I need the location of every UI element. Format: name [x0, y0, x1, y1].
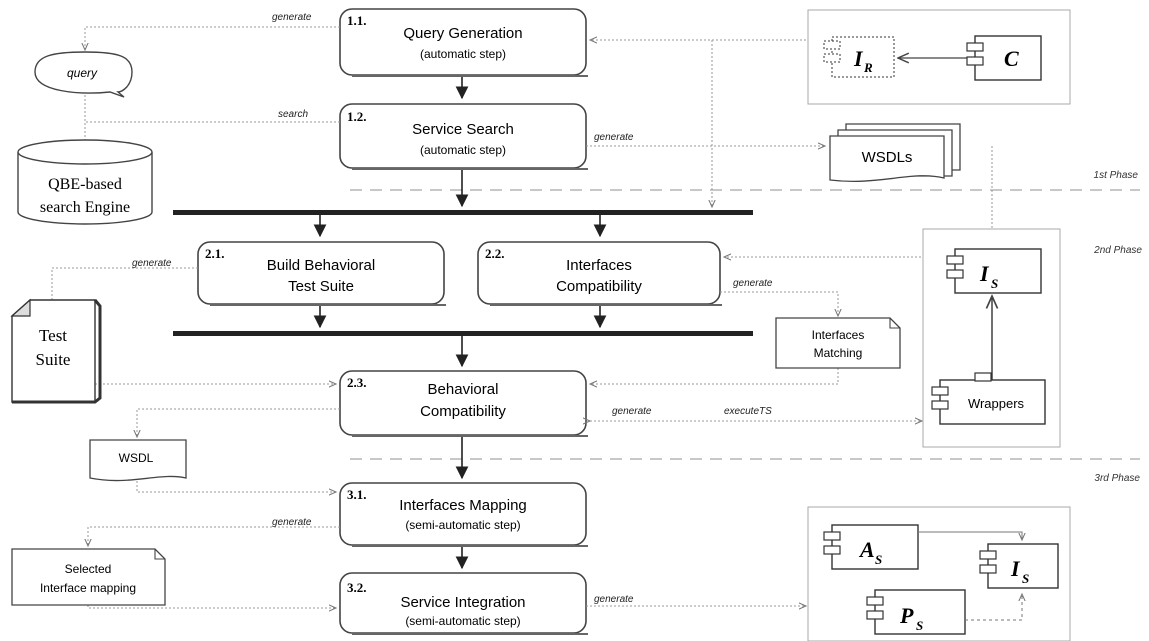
edge-label-search: search: [278, 109, 308, 120]
component-label: I: [853, 46, 864, 71]
phase-label-3: 3rd Phase: [1094, 473, 1140, 484]
edge-label-generate: generate: [272, 12, 312, 23]
artifact-label: query: [67, 66, 98, 80]
step-title: Service Search: [412, 121, 514, 138]
fork-bar-1: [173, 210, 753, 215]
component-subscript: S: [991, 276, 998, 291]
component-is-integrated[interactable]: I S: [979, 543, 1059, 589]
step-query-generation[interactable]: 1.1. Query Generation (automatic step): [339, 8, 588, 77]
component-subscript: S: [875, 552, 882, 567]
edge-label-generate: generate: [594, 594, 634, 605]
component-label: P: [899, 603, 914, 628]
step-title: Build Behavioral: [267, 257, 375, 274]
database-label-line1: QBE-based: [48, 176, 122, 193]
step-subtitle: (semi-automatic step): [405, 614, 520, 628]
artifact-label-line2: Suite: [36, 350, 71, 369]
step-title: Service Integration: [400, 594, 525, 611]
component-label: I: [1010, 556, 1021, 581]
edge-label-generate: generate: [594, 132, 634, 143]
join-bar-2: [173, 331, 753, 336]
step-number: 2.1.: [205, 246, 225, 261]
step-number: 2.3.: [347, 375, 367, 390]
component-as[interactable]: A S: [823, 524, 919, 570]
artifact-label: WSDL: [119, 451, 154, 465]
component-subscript: S: [916, 618, 923, 633]
component-group-integrated-service: A S I S P S: [807, 506, 1071, 641]
step-number: 1.1.: [347, 13, 367, 28]
database-label-line2: search Engine: [40, 199, 130, 216]
artifact-wsdl[interactable]: WSDL: [89, 439, 187, 482]
artifact-test-suite[interactable]: Test Suite: [10, 298, 102, 404]
step-service-search[interactable]: 1.2. Service Search (automatic step): [339, 103, 588, 170]
component-label: C: [1004, 46, 1019, 71]
phase-label-2: 2nd Phase: [1093, 245, 1142, 256]
component-subscript: S: [1022, 571, 1029, 586]
component-wrappers[interactable]: Wrappers: [931, 372, 1046, 425]
step-title: Query Generation: [403, 25, 522, 42]
artifact-query[interactable]: query: [34, 51, 133, 98]
edge-wsdl-to-interfaces-mapping: [136, 481, 336, 492]
edge-matching-to-behavioral: [590, 368, 839, 384]
component-label: A: [858, 537, 875, 562]
artifact-interfaces-matching[interactable]: Interfaces Matching: [775, 317, 901, 369]
component-group-service-wrappers: I S Wrappers: [922, 228, 1061, 448]
edge-generate-wsdl: [137, 408, 340, 437]
step-number: 3.2.: [347, 580, 367, 595]
component-label: I: [979, 261, 990, 286]
edge-generate-mapping: [88, 526, 340, 546]
step-number: 1.2.: [347, 109, 367, 124]
edge-generate-query: [85, 26, 340, 50]
step-title-line2: Compatibility: [556, 278, 642, 295]
step-interfaces-mapping[interactable]: 3.1. Interfaces Mapping (semi-automatic …: [339, 482, 588, 547]
artifact-label-line2: Interface mapping: [40, 581, 136, 595]
edge-label-generate: generate: [272, 517, 312, 528]
artifact-wsdls[interactable]: WSDLs: [829, 123, 961, 183]
component-is[interactable]: I S: [946, 248, 1042, 294]
search-engine-database[interactable]: QBE-based search Engine: [17, 139, 153, 225]
step-title-line2: Compatibility: [420, 403, 506, 420]
edge-generate-matching: [720, 291, 838, 316]
component-group-required-interface: I R C: [807, 9, 1071, 105]
step-number: 3.1.: [347, 487, 367, 502]
component-subscript: R: [863, 60, 873, 75]
artifact-label: WSDLs: [862, 149, 913, 166]
edge-label-generate: generate: [733, 278, 773, 289]
step-title: Behavioral: [428, 381, 499, 398]
artifact-label-line1: Test: [39, 326, 67, 345]
ps-to-is-arrow: [965, 594, 1022, 621]
step-service-integration[interactable]: 3.2. Service Integration (semi-automatic…: [339, 572, 588, 635]
step-interfaces-compatibility[interactable]: 2.2. Interfaces Compatibility: [477, 241, 722, 306]
artifact-label-line1: Interfaces: [812, 328, 865, 342]
component-ir[interactable]: I R: [823, 36, 895, 78]
component-c[interactable]: C: [966, 35, 1042, 81]
step-title: Interfaces: [566, 257, 632, 274]
component-ps[interactable]: P S: [866, 589, 966, 635]
edge-label-generate: generate: [132, 258, 172, 269]
edge-mapping-to-integration: [87, 605, 336, 608]
step-subtitle: (automatic step): [420, 143, 506, 157]
edge-generate-test-suite: [52, 267, 198, 310]
artifact-label-line1: Selected: [65, 562, 112, 576]
as-to-is-arrow: [918, 531, 1022, 540]
artifact-selected-interface-mapping[interactable]: Selected Interface mapping: [11, 548, 166, 606]
step-title: Interfaces Mapping: [399, 497, 527, 514]
artifact-label-line2: Matching: [814, 346, 863, 360]
edge-label-generate: generate: [612, 406, 652, 417]
step-build-behavioral-test-suite[interactable]: 2.1. Build Behavioral Test Suite: [197, 241, 446, 306]
step-title-line2: Test Suite: [288, 278, 354, 295]
step-subtitle: (automatic step): [420, 47, 506, 61]
step-number: 2.2.: [485, 246, 505, 261]
component-label: Wrappers: [968, 396, 1025, 411]
edge-label-execute-ts: executeTS: [724, 406, 772, 417]
phase-label-1: 1st Phase: [1094, 170, 1139, 181]
step-behavioral-compatibility[interactable]: 2.3. Behavioral Compatibility: [339, 370, 588, 437]
step-subtitle: (semi-automatic step): [405, 518, 520, 532]
